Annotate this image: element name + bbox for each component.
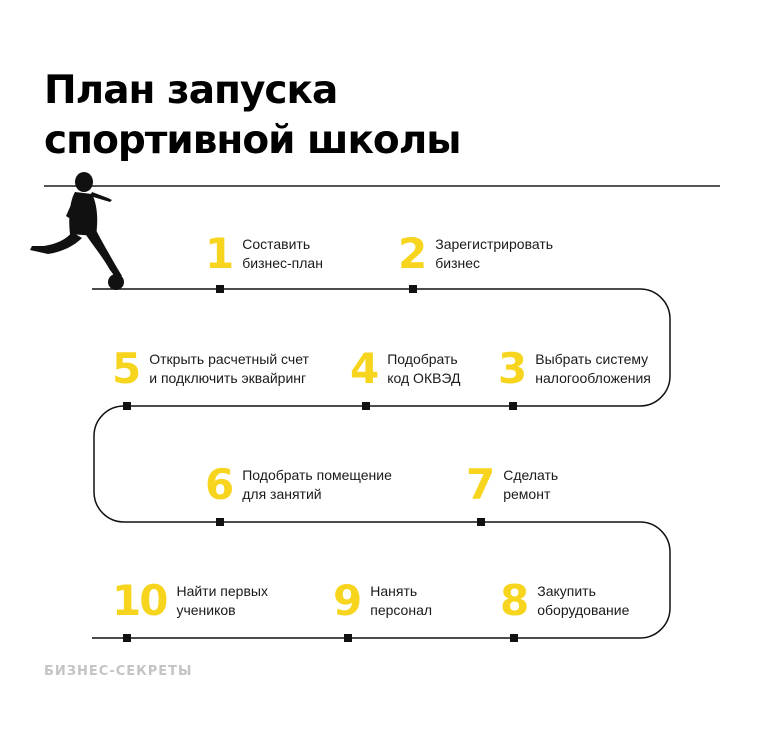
milestone-marker-5 [123, 402, 131, 410]
milestone-marker-1 [216, 285, 224, 293]
football-player-icon [30, 172, 124, 290]
step-number: 3 [498, 344, 527, 393]
step-number: 6 [205, 460, 234, 509]
milestone-marker-7 [477, 518, 485, 526]
step-label: Составить бизнес-план [242, 236, 323, 271]
step-2: 2 Зарегистрировать бизнес [398, 232, 553, 276]
milestone-marker-6 [216, 518, 224, 526]
step-label: Открыть расчетный счет и подключить эква… [149, 351, 309, 386]
page-title: План запуска спортивной школы [44, 66, 462, 166]
step-number: 10 [112, 576, 168, 625]
step-number: 5 [112, 344, 141, 393]
step-5: 5 Открыть расчетный счет и подключить эк… [112, 347, 309, 391]
step-label: Подобрать помещение для занятий [242, 467, 392, 502]
milestone-marker-9 [344, 634, 352, 642]
title-line-2: спортивной школы [44, 118, 462, 163]
milestone-marker-3 [509, 402, 517, 410]
step-8: 8 Закупить оборудование [500, 579, 629, 623]
step-3: 3 Выбрать систему налогообложения [498, 347, 651, 391]
milestone-marker-4 [362, 402, 370, 410]
step-label: Найти первых учеников [176, 583, 268, 618]
step-label: Нанять персонал [370, 583, 433, 618]
milestone-marker-2 [409, 285, 417, 293]
step-label: Подобрать код ОКВЭД [387, 351, 461, 386]
step-1: 1 Составить бизнес-план [205, 232, 323, 276]
step-7: 7 Сделать ремонт [466, 463, 558, 507]
step-label: Зарегистрировать бизнес [435, 236, 554, 271]
step-label: Сделать ремонт [503, 467, 559, 502]
step-number: 7 [466, 460, 495, 509]
milestone-marker-10 [123, 634, 131, 642]
step-6: 6 Подобрать помещение для занятий [205, 463, 392, 507]
brand-logo: БИЗНЕС-СЕКРЕТЫ [44, 664, 193, 679]
milestone-marker-8 [510, 634, 518, 642]
step-label: Закупить оборудование [537, 583, 630, 618]
step-10: 10 Найти первых учеников [112, 579, 268, 623]
step-number: 4 [350, 344, 379, 393]
roadmap-line [92, 288, 671, 639]
title-line-1: План запуска [44, 68, 338, 113]
step-label: Выбрать систему налогообложения [535, 351, 651, 386]
step-4: 4 Подобрать код ОКВЭД [350, 347, 461, 391]
step-9: 9 Нанять персонал [333, 579, 432, 623]
title-divider [44, 185, 720, 187]
step-number: 2 [398, 229, 427, 278]
step-number: 1 [205, 229, 234, 278]
step-number: 8 [500, 576, 529, 625]
step-number: 9 [333, 576, 362, 625]
